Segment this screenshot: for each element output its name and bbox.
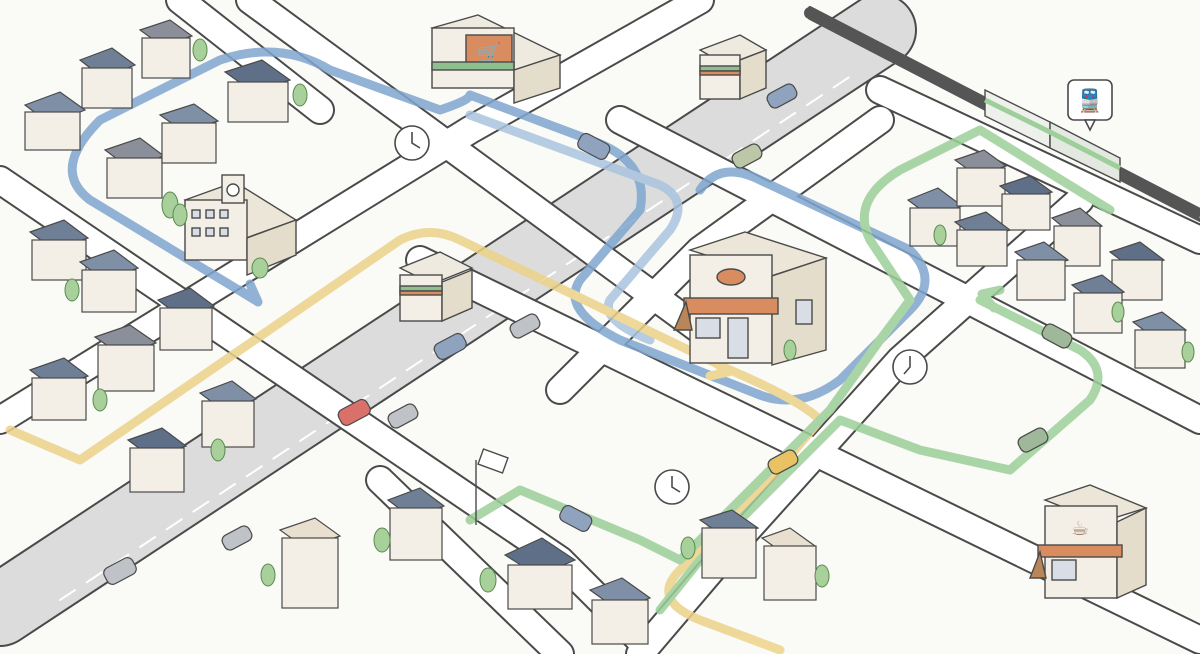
train-icon: 🚆	[1076, 88, 1103, 114]
house	[953, 149, 1008, 207]
house	[138, 19, 194, 79]
clock-icon	[394, 125, 430, 161]
house	[698, 509, 760, 579]
house	[503, 537, 577, 610]
car	[387, 403, 419, 429]
house	[998, 175, 1054, 231]
house	[23, 91, 87, 151]
train	[983, 88, 1122, 184]
house	[78, 47, 137, 109]
coffee-cup-icon: ☕	[1071, 516, 1089, 540]
house	[1131, 311, 1188, 369]
school-building	[183, 174, 298, 277]
clock-markers	[394, 125, 928, 505]
school-windows	[191, 209, 229, 237]
shopping-cart-icon: 🛒	[477, 41, 502, 65]
route-arrow-blue	[235, 279, 263, 307]
house	[126, 427, 188, 493]
house	[158, 103, 220, 164]
route-lines	[5, 47, 1115, 654]
convenience-store	[698, 34, 768, 101]
route-green	[465, 125, 1115, 615]
bowl-icon	[716, 268, 746, 286]
house	[78, 249, 140, 313]
car	[559, 504, 593, 532]
car	[509, 313, 541, 339]
car	[731, 143, 763, 169]
trees	[64, 38, 1195, 593]
house	[760, 527, 817, 601]
house	[588, 577, 652, 645]
house	[198, 380, 258, 448]
house	[28, 219, 90, 281]
cafe: ☕	[1028, 484, 1149, 600]
car	[221, 525, 253, 551]
restaurant	[672, 231, 829, 366]
route-arrow-yellow	[705, 355, 733, 381]
vehicles	[103, 83, 1073, 585]
car	[577, 132, 611, 160]
house	[93, 324, 158, 392]
train-station-marker[interactable]: 🚆	[1067, 79, 1113, 132]
house	[278, 517, 342, 609]
house	[1013, 241, 1070, 301]
car	[433, 332, 467, 360]
clock-tower-icon	[226, 183, 240, 197]
car	[1017, 427, 1049, 453]
supermarket: 🛒	[430, 14, 562, 104]
route-arrow-green	[977, 285, 1005, 313]
house	[103, 137, 166, 199]
house	[156, 287, 216, 351]
clock-icon	[892, 349, 928, 385]
convenience-store	[398, 251, 474, 323]
bus-stop-sign	[475, 448, 509, 525]
car	[337, 398, 371, 426]
car	[767, 449, 799, 475]
residential-houses	[23, 19, 1188, 645]
house	[223, 59, 292, 123]
car	[103, 557, 137, 585]
house	[953, 211, 1012, 267]
clock-icon	[654, 469, 690, 505]
car	[1041, 323, 1073, 349]
car	[766, 83, 798, 109]
house	[386, 487, 446, 561]
house	[28, 357, 90, 421]
route-blue-branch	[465, 110, 683, 345]
